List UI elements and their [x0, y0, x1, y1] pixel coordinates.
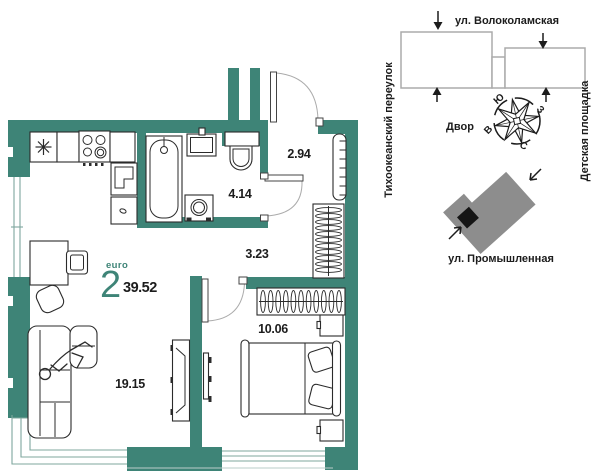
entrance-arrow-down-1: [433, 11, 443, 30]
living-room: [27, 240, 191, 439]
building-connector: [491, 56, 506, 89]
apartment-walls: [6, 68, 358, 471]
toilet-tank: [224, 131, 260, 147]
wall-notch: [6, 296, 13, 306]
window-bedroom: [222, 447, 325, 470]
bedroom-wardrobe-hangers: [260, 290, 342, 313]
sofa-chaise: [69, 325, 98, 369]
bed-headboard: [331, 340, 342, 417]
entrance-arrow-up-1: [432, 87, 442, 102]
entrance-door: [270, 71, 324, 127]
compass-west: З: [534, 104, 546, 116]
kitchen-counter: [56, 131, 80, 163]
nightstand-handle: [316, 320, 322, 330]
washing-machine: [184, 194, 214, 222]
toilet-bowl-inner: [232, 148, 250, 167]
bed: [240, 339, 342, 418]
neighbor-building-a: [400, 31, 493, 89]
burner: [95, 135, 106, 145]
washer-drum: [190, 199, 208, 216]
stove: [78, 130, 111, 163]
compass-north: С: [518, 140, 529, 153]
area-bedroom: 10.06: [258, 322, 288, 336]
current-unit-marker: [456, 206, 479, 229]
washer-panel: [186, 217, 192, 221]
wall-notch: [6, 147, 13, 157]
door-frame-cap: [260, 214, 269, 222]
kitchen-sink: [114, 166, 134, 189]
bathroom-door: [260, 172, 304, 222]
kitchen-cabinet: [110, 196, 138, 225]
stove-knob: [89, 163, 92, 166]
area-hallway: 3.23: [245, 247, 268, 261]
nightstand-top: [319, 314, 344, 337]
wall-notch: [6, 378, 13, 388]
stove-knob: [83, 163, 86, 166]
compass-east: В: [482, 124, 495, 137]
compass-circle: [493, 97, 541, 145]
street-label-bottom: ул. Промышленная: [448, 253, 554, 265]
rooms-count: 2: [100, 264, 121, 306]
burner: [96, 148, 105, 157]
window-left: [8, 177, 30, 277]
bathroom-sink-basin: [190, 137, 213, 153]
bed-footboard: [240, 339, 250, 418]
door-frame-cap: [260, 172, 269, 180]
bedroom-door: [201, 276, 248, 323]
door-frame-cap: [238, 276, 248, 285]
chair: [35, 284, 65, 314]
desk: [29, 240, 69, 286]
area-living-kitchen: 19.15: [115, 377, 145, 391]
sofa: [27, 325, 98, 439]
current-building: [443, 168, 542, 255]
washer-panel: [206, 217, 211, 221]
burner: [83, 147, 92, 157]
cabinet-handle: [119, 208, 127, 214]
door-frame-cap: [315, 117, 324, 127]
tv-living: [170, 339, 191, 422]
desk-chair-tucked: [65, 250, 89, 275]
total-area: 39.52: [123, 280, 157, 296]
compass-rose: Ю З В С: [482, 92, 546, 153]
bathroom: [145, 127, 260, 223]
person-figure: [38, 341, 93, 381]
entrance-arrow-down-2: [538, 33, 548, 49]
area-bathroom: 4.14: [228, 187, 251, 201]
towel-dryer: [332, 133, 347, 201]
neighbor-building-b: [504, 47, 586, 89]
building-pointer-arrow-2: [448, 226, 462, 240]
kitchen: [29, 130, 138, 225]
entrance-arrow-up-2: [541, 87, 551, 102]
plan-labels: 2.94 4.14 3.23 10.06 19.15 euro 2 39.52: [100, 147, 311, 391]
street-label-top: ул. Волоколамская: [455, 15, 559, 27]
building-pointer-arrow-1: [529, 168, 542, 181]
bedroom: [202, 287, 346, 442]
compass-star: [493, 97, 541, 145]
sink-faucet: [198, 127, 206, 136]
plan-type-label: euro: [106, 260, 128, 271]
nightstand-handle: [316, 425, 322, 435]
burner: [94, 146, 107, 159]
towel-dryer-rungs: [339, 140, 347, 196]
site-plan: Ю З В С ул. Волоколамская Тихоокеанский …: [383, 11, 591, 265]
area-entry-hall: 2.94: [287, 147, 310, 161]
bathtub: [145, 135, 183, 223]
hallway: [312, 133, 347, 279]
stove-knob: [101, 163, 104, 166]
yard-label: Двор: [446, 121, 474, 133]
street-label-right: Детская площадка: [579, 80, 591, 182]
nightstand-bottom: [319, 419, 344, 442]
compass-south: Ю: [492, 92, 507, 107]
current-building-shape: [443, 171, 536, 255]
stove-knob: [95, 163, 98, 166]
tv-bedroom: [202, 352, 212, 402]
kitchen-counter: [109, 131, 136, 163]
street-label-left: Тихоокеанский переулок: [383, 62, 395, 198]
washer-drum-inner: [193, 201, 205, 214]
burner: [82, 135, 93, 145]
hall-wardrobe-hangers: [315, 207, 342, 273]
snowflake-icon: [35, 139, 52, 155]
